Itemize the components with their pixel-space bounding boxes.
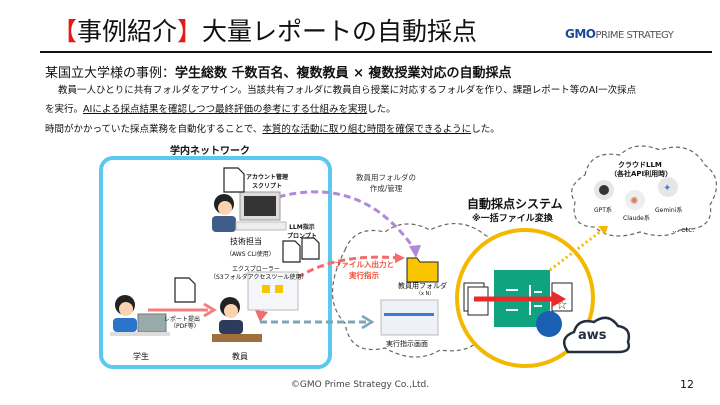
claude-label: Claude系 bbox=[623, 215, 650, 222]
case-heading: 某国立大学様の事例：学生総数 千数百名、複数教員 × 複数授業対応の自動採点 bbox=[45, 62, 512, 81]
case-line-1: 教員一人ひとりに共有フォルダをアサイン。当該共有フォルダに教員自ら授業に対応する… bbox=[58, 85, 637, 96]
teacher-illustration bbox=[212, 297, 262, 342]
explorer-sub: （S3フォルダアクセスツール使用） bbox=[210, 274, 308, 281]
page-number: 12 bbox=[680, 378, 694, 391]
teacher-folder-sub: （x N） bbox=[416, 291, 435, 297]
svg-text:☆: ☆ bbox=[556, 298, 568, 313]
tech-staff-illustration bbox=[212, 191, 287, 232]
case-line-3: 時間がかかっていた採点業務を自動化することで、本質的な活動に取り組む時間を確保で… bbox=[45, 121, 500, 135]
network-label: 学内ネットワーク bbox=[170, 146, 250, 157]
gpt-label: GPT系 bbox=[594, 207, 612, 214]
teacher-label: 教員 bbox=[232, 352, 248, 361]
claude-icon bbox=[625, 190, 645, 210]
exec-screen-label: 実行指示画面 bbox=[386, 340, 428, 348]
tech-staff-sub: （AWS CLI使用） bbox=[226, 251, 275, 258]
student-label: 学生 bbox=[133, 352, 149, 361]
student-illustration bbox=[110, 295, 170, 336]
title-tag: 事例紹介 bbox=[77, 17, 178, 46]
underlined-text: AIによる採点結果を確認しつつ最終評価の参考にする仕組みを実現 bbox=[83, 104, 368, 115]
cloud-llm-title: クラウドLLM bbox=[618, 161, 662, 169]
account-script-label: アカウント管理 スクリプト bbox=[246, 174, 289, 190]
file-io-arrow bbox=[260, 255, 401, 316]
aws-logo: aws bbox=[578, 328, 607, 343]
page-title: 【事例紹介】大量レポートの自動採点 bbox=[52, 12, 477, 48]
title-main: 大量レポートの自動採点 bbox=[202, 17, 478, 46]
svg-text:✺: ✺ bbox=[630, 196, 638, 207]
system-subtitle: ※一括ファイル変換 bbox=[472, 214, 553, 224]
title-divider bbox=[40, 51, 712, 53]
etc-label: … etc. bbox=[672, 226, 695, 234]
folder-manage-arrow bbox=[267, 190, 417, 251]
folder-icon bbox=[406, 257, 439, 283]
report-pdf-icon bbox=[174, 277, 196, 303]
prompt-file-icon bbox=[301, 237, 320, 260]
cloud-llm-sub: （各社API利用時） bbox=[610, 170, 673, 178]
copyright: ©GMO Prime Strategy Co.,Ltd. bbox=[290, 380, 430, 390]
gemini-label: Gemini系 bbox=[655, 207, 683, 214]
text: 時間がかかっていた採点業務を自動化することで、 bbox=[45, 124, 263, 135]
teacher-folder-label: 教員用フォルダ bbox=[398, 282, 447, 290]
explorer-thumbnail bbox=[247, 271, 299, 311]
explorer-label: エクスプローラー bbox=[232, 266, 280, 273]
report-submit-sub: （PDF等） bbox=[170, 323, 200, 330]
heading-prefix: 某国立大学様の事例： bbox=[45, 66, 176, 81]
llm-call-arrow bbox=[549, 226, 606, 272]
text: した。 bbox=[471, 124, 500, 135]
file-io-label: ファイル入出力と 実行指示 bbox=[334, 260, 394, 280]
text: した。 bbox=[367, 104, 396, 115]
system-title: 自動採点システム bbox=[467, 197, 563, 211]
gemini-icon bbox=[658, 177, 678, 197]
title-bracket: 】 bbox=[177, 17, 203, 46]
folder-manage-label: 教員用フォルダの 作成/管理 bbox=[356, 173, 416, 193]
llm-cloud bbox=[571, 145, 717, 237]
case-line-2: を実行。AIによる採点結果を確認しつつ最終評価の参考にする仕組みを実現した。 bbox=[45, 101, 396, 115]
exec-screen-thumbnail bbox=[380, 299, 439, 336]
heading-bold: 学生総数 千数百名、複数教員 × 複数授業対応の自動採点 bbox=[175, 66, 512, 81]
brain-icon bbox=[536, 311, 562, 337]
text: を実行。 bbox=[45, 104, 84, 115]
aws-cloud bbox=[562, 316, 631, 354]
title-bracket: 【 bbox=[52, 17, 78, 46]
llm-prompt-label: LLM指示 プロンプト bbox=[287, 224, 317, 240]
svg-text:✦: ✦ bbox=[663, 183, 671, 194]
underlined-text: 本質的な活動に取り組む時間を確保できるように bbox=[262, 124, 472, 135]
pdf-icon bbox=[282, 240, 301, 263]
script-file-icon bbox=[223, 167, 245, 193]
system-cloud bbox=[331, 223, 502, 358]
tech-staff-label: 技術担当 bbox=[230, 237, 262, 246]
company-logo: GMOPRIME STRATEGY bbox=[565, 27, 674, 41]
report-submit-label: レポート提出 bbox=[164, 316, 201, 323]
